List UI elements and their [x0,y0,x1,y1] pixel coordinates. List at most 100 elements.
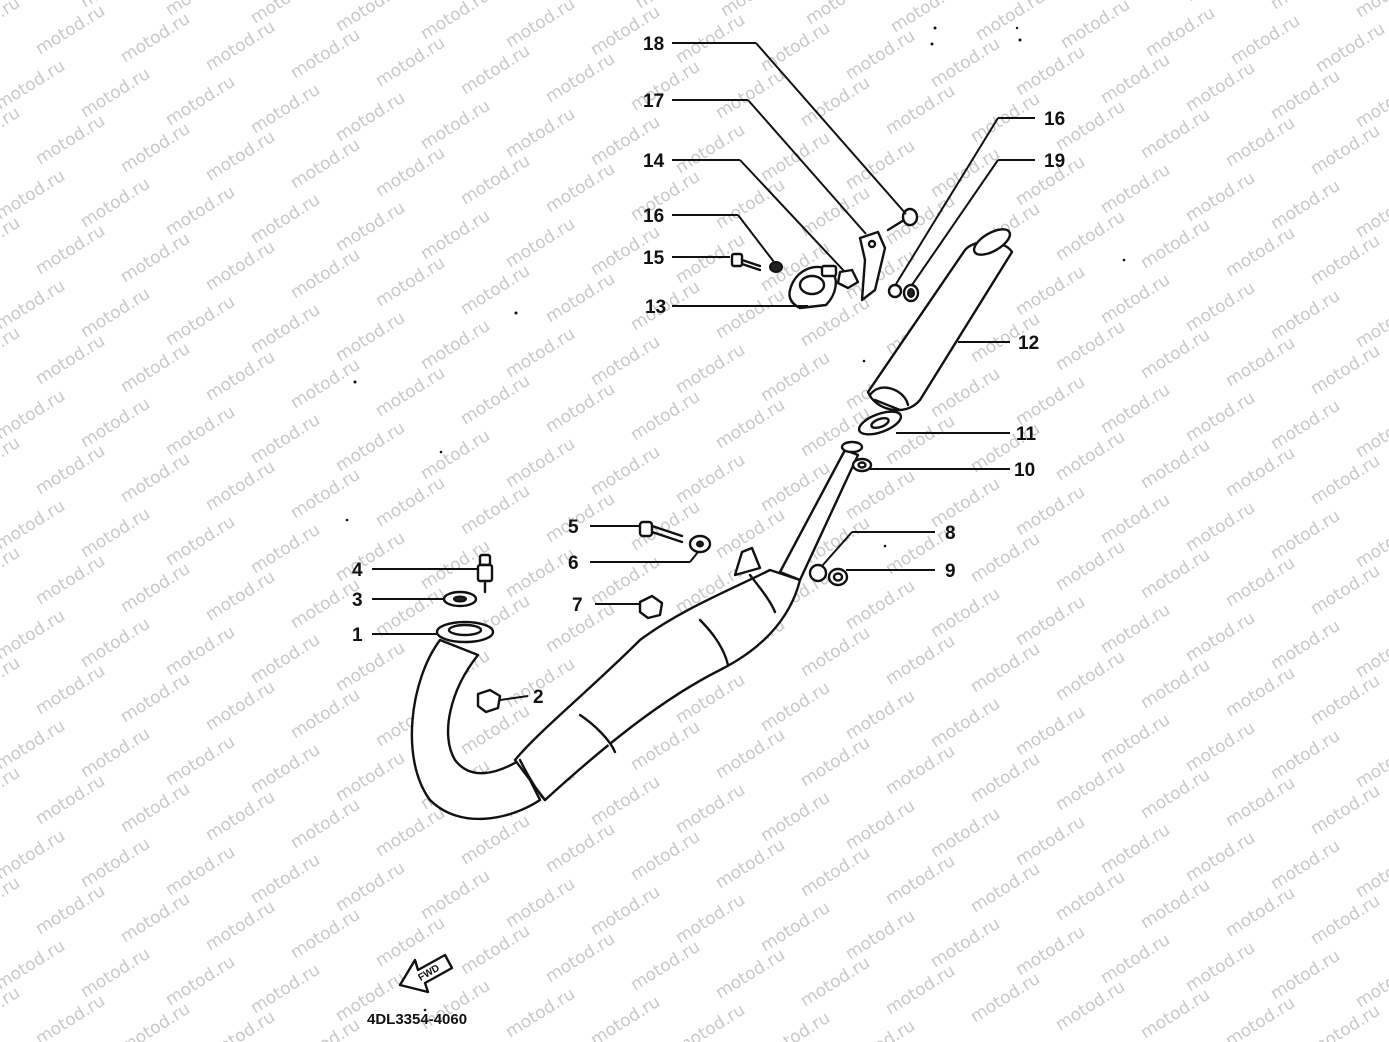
nut-19 [902,283,920,303]
watermark-text: motod.ru [32,881,109,939]
watermark-text: motod.ru [202,677,279,735]
watermark-text: motod.ru [1097,710,1174,768]
watermark-text: motod.ru [502,104,579,162]
watermark-text: motod.ru [882,961,959,1019]
watermark-text: motod.ru [202,457,279,515]
watermark-text: motod.ru [1267,176,1344,234]
watermark-text: motod.ru [1267,286,1344,344]
watermark-text: motod.ru [842,576,919,634]
watermark-text: motod.ru [457,41,534,99]
watermark-text: motod.ru [967,749,1044,807]
watermark-text: motod.ru [77,614,154,672]
watermark-text: motod.ru [1137,875,1214,933]
callouts: 18 17 14 16 15 13 16 19 12 11 10 5 6 8 9… [352,34,1065,708]
watermark-text: motod.ru [1052,867,1129,925]
watermark-text: motod.ru [287,465,364,523]
watermark-text: motod.ru [0,873,24,931]
watermark-text: motod.ru [712,945,789,1003]
watermark-text: motod.ru [417,426,494,484]
watermark-text: motod.ru [372,803,449,861]
watermark-text: motod.ru [1267,726,1344,784]
watermark-text: motod.ru [0,433,24,491]
watermark-text: motod.ru [457,261,534,319]
callout-3: 3 [352,590,363,611]
washer-16a [769,261,783,273]
watermark-text: motod.ru [202,897,279,955]
watermark-text: motod.ru [457,921,534,979]
watermark-text: motod.ru [1137,325,1214,383]
watermark-text: motod.ru [417,0,494,44]
watermark-text: motod.ru [202,1007,279,1042]
watermark-text: motod.ru [1222,993,1299,1042]
callout-2: 2 [533,687,544,708]
print-specks [345,26,1126,1012]
watermark-text: motod.ru [332,308,409,366]
watermark-text: motod.ru [1097,270,1174,328]
watermark-text: motod.ru [457,481,534,539]
watermark-text: motod.ru [332,748,409,806]
watermark-text: motod.ru [1182,278,1259,336]
watermark-text: motod.ru [332,198,409,256]
watermark-text: motod.ru [1097,600,1174,658]
callout-8: 8 [945,523,956,544]
washer-6 [688,534,712,554]
watermark-text: motod.ru [1057,0,1134,53]
watermark-text: motod.ru [882,81,959,139]
nut-9 [827,567,849,587]
watermark-text: motod.ru [1137,105,1214,163]
watermark-text: motod.ru [927,584,1004,642]
watermark-text: motod.ru [797,733,874,791]
watermark-text: motod.ru [1182,168,1259,226]
watermark-text: motod.ru [372,253,449,311]
watermark-text: motod.ru [1267,946,1344,1004]
watermark-text: motod.ru [712,835,789,893]
watermark-text: motod.ru [162,292,239,350]
watermark-text: motod.ru [1307,1001,1384,1042]
watermark-text: motod.ru [587,992,664,1042]
watermark-text: motod.ru [967,639,1044,697]
watermark-text: motod.ru [1137,655,1214,713]
watermark-text: motod.ru [1012,372,1089,430]
watermark-text: motod.ru [627,57,704,115]
watermark-text: motod.ru [1352,0,1389,22]
watermark-text: motod.ru [117,559,194,617]
watermark-text: motod.ru [1012,42,1089,100]
watermark-text: motod.ru [247,520,324,578]
watermark-text: motod.ru [1307,781,1384,839]
watermark-text: motod.ru [542,159,619,217]
watermark-text: motod.ru [1227,11,1304,69]
watermark-text: motod.ru [117,9,194,67]
watermark-text: motod.ru [502,324,579,382]
watermark-text: motod.ru [1267,836,1344,894]
gasket-3 [442,590,478,608]
watermark-text: motod.ru [1182,938,1259,996]
watermark-text: motod.ru [117,119,194,177]
watermark-text: motod.ru [882,851,959,909]
bolt-18 [886,207,919,232]
watermark-text: motod.ru [77,834,154,892]
watermark-text: motod.ru [287,905,364,963]
watermark-text: motod.ru [712,395,789,453]
watermark-text: motod.ru [32,991,109,1042]
watermark-text: motod.ru [117,669,194,727]
watermark-text: motod.ru [1222,553,1299,611]
bolt-15 [730,252,762,272]
watermark-text: motod.ru [32,111,109,169]
forward-arrow: FWD [398,953,454,994]
watermark-text: motod.ru [712,725,789,783]
watermark-text: motod.ru [712,285,789,343]
watermark-text: motod.ru [287,685,364,743]
watermark-text: motod.ru [1137,215,1214,273]
watermark-text: motod.ru [372,33,449,91]
watermark-text: motod.ru [372,143,449,201]
watermark-text: motod.ru [757,1008,834,1042]
watermark-text: motod.ru [1222,333,1299,391]
watermark-text: motod.ru [332,858,409,916]
watermark-text: motod.ru [117,229,194,287]
watermark-text: motod.ru [757,678,834,736]
watermark-text: motod.ru [77,64,154,122]
watermark-text: motod.ru [417,206,494,264]
watermark-text: motod.ru [1307,891,1384,949]
watermark-text: motod.ru [1052,647,1129,705]
